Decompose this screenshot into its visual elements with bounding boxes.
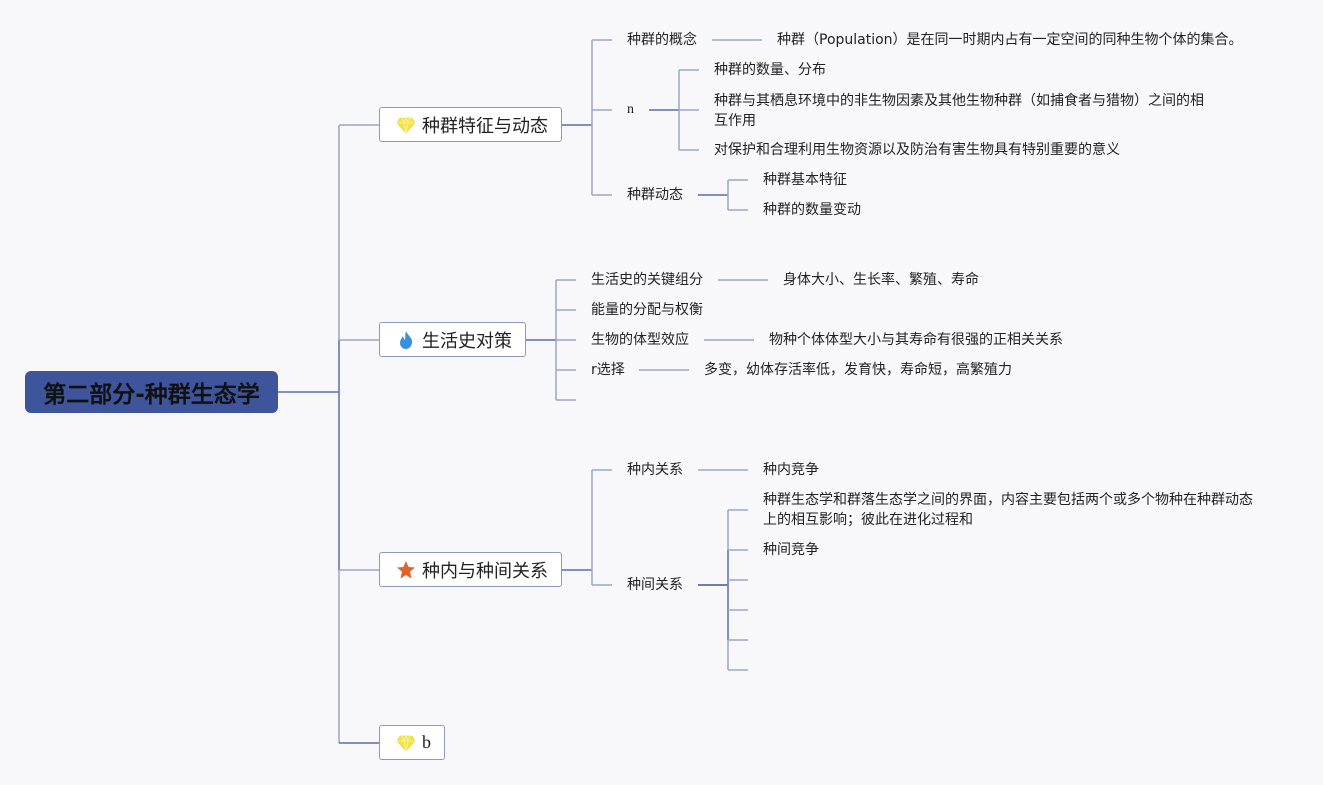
star-icon xyxy=(397,560,415,578)
node-energy-allocation[interactable]: 能量的分配与权衡 xyxy=(591,302,703,318)
node-body-size-detail[interactable]: 物种个体体型大小与其寿命有很强的正相关关系 xyxy=(769,332,1063,348)
node-quantity-distribution[interactable]: 种群的数量、分布 xyxy=(714,62,826,78)
node-interaction[interactable]: 种群与其栖息环境中的非生物因素及其他生物种群（如捕食者与猎物）之间的相互作用 xyxy=(714,93,1204,129)
node-population-definition[interactable]: 种群（Population）是在同一时期内占有一定空间的同种生物个体的集合。 xyxy=(777,32,1243,48)
branch-label: b xyxy=(422,732,431,752)
node-population-dynamics[interactable]: 种群动态 xyxy=(627,187,683,203)
node-interspecific-definition[interactable]: 种群生态学和群落生态学之间的界面，内容主要包括两个或多个物种在种群动态上的相互影… xyxy=(763,492,1253,528)
node-n[interactable]: n xyxy=(627,102,634,117)
node-basic-features[interactable]: 种群基本特征 xyxy=(763,172,847,188)
branch-b[interactable]: b xyxy=(379,725,445,760)
node-interspecific-competition[interactable]: 种间竞争 xyxy=(763,542,819,558)
node-r-selection-detail[interactable]: 多变，幼体存活率低，发育快，寿命短，高繁殖力 xyxy=(704,362,1012,378)
branch-label: 种内与种间关系 xyxy=(422,560,548,582)
node-quantity-change[interactable]: 种群的数量变动 xyxy=(763,202,861,218)
branch-intra-inter-relations[interactable]: 种内与种间关系 xyxy=(379,552,562,587)
node-r-selection[interactable]: r选择 xyxy=(591,362,625,378)
branch-label: 生活史对策 xyxy=(422,330,512,352)
node-intraspecific-competition[interactable]: 种内竞争 xyxy=(763,462,819,478)
branch-life-history-strategy[interactable]: 生活史对策 xyxy=(379,322,526,357)
diamond-icon xyxy=(396,117,416,133)
root-node[interactable]: 第二部分-种群生态学 xyxy=(25,371,278,413)
node-body-size-effect[interactable]: 生物的体型效应 xyxy=(591,332,689,348)
branch-label: 种群特征与动态 xyxy=(422,115,548,137)
flame-icon xyxy=(400,330,413,349)
node-population-concept[interactable]: 种群的概念 xyxy=(627,32,697,48)
node-key-components-detail[interactable]: 身体大小、生长率、繁殖、寿命 xyxy=(783,272,979,288)
node-intraspecific[interactable]: 种内关系 xyxy=(627,462,683,478)
root-label: 第二部分-种群生态学 xyxy=(43,382,260,408)
node-significance[interactable]: 对保护和合理利用生物资源以及防治有害生物具有特别重要的意义 xyxy=(714,142,1120,158)
diamond-icon xyxy=(396,735,416,751)
node-key-components[interactable]: 生活史的关键组分 xyxy=(591,272,703,288)
node-interspecific[interactable]: 种间关系 xyxy=(627,577,683,593)
branch-population-characteristics[interactable]: 种群特征与动态 xyxy=(379,107,562,142)
